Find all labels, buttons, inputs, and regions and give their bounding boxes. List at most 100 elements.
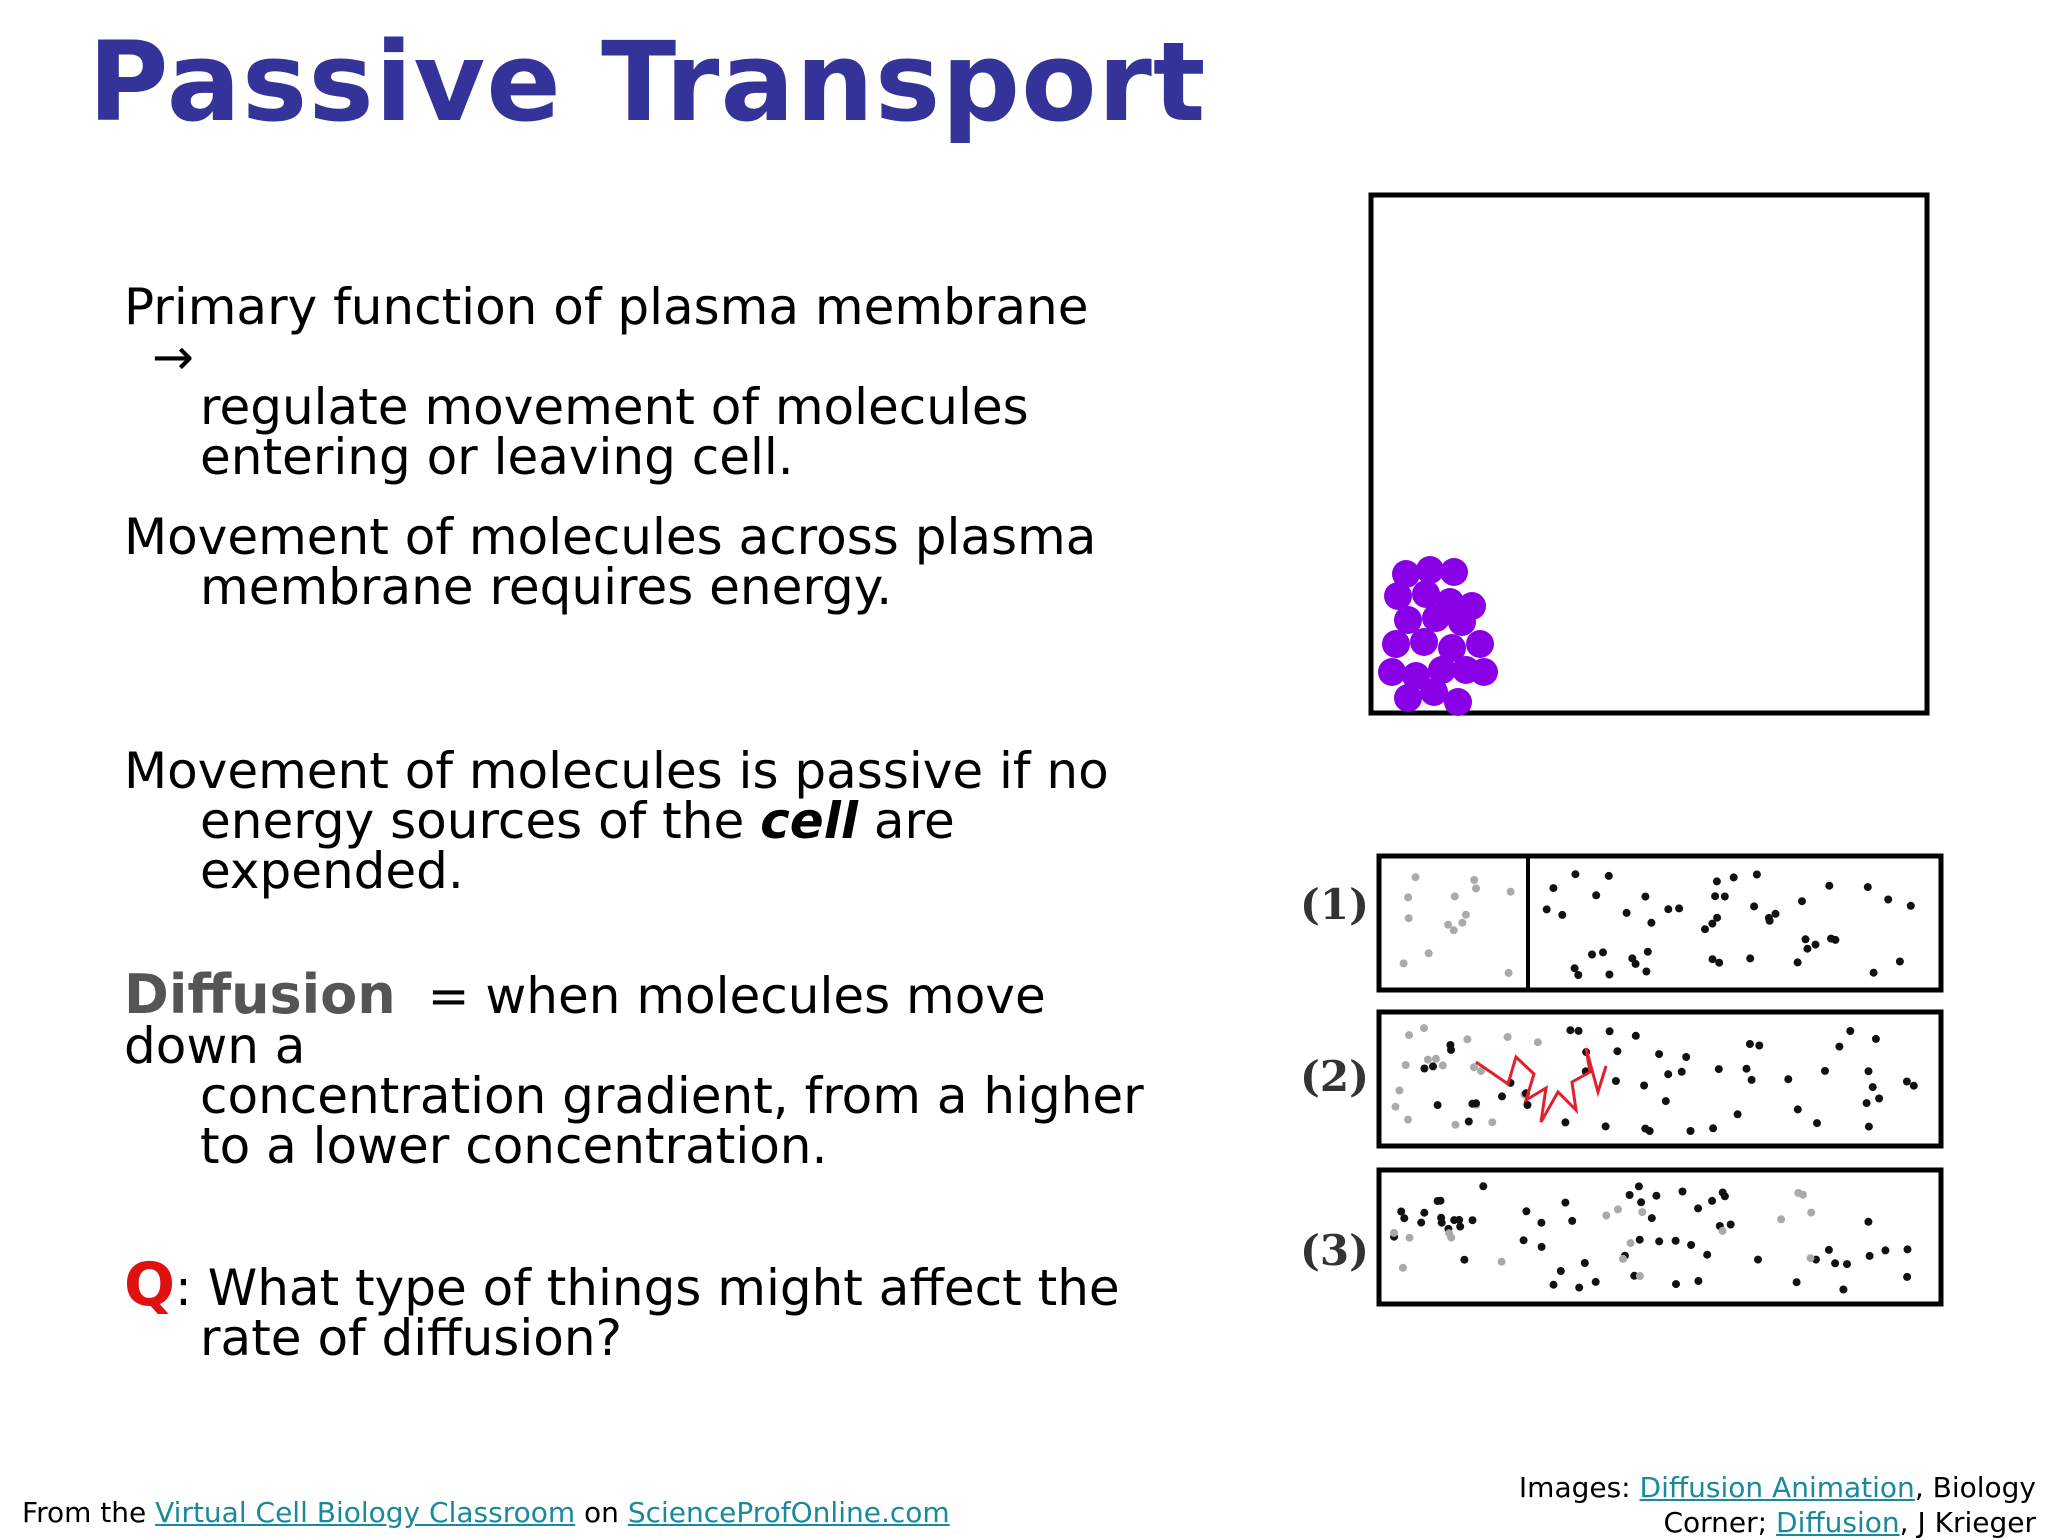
- molecule-dot: [1864, 1067, 1873, 1076]
- diffusion-animation-link[interactable]: Diffusion Animation: [1639, 1471, 1915, 1504]
- molecule-dot: [1433, 1101, 1442, 1110]
- molecule-dot: [1746, 954, 1755, 963]
- molecule-dot: [1726, 1220, 1735, 1229]
- text-line: regulate movement of molecules: [200, 378, 1029, 436]
- molecule-dot: [1714, 1065, 1723, 1074]
- molecule-dot: [1637, 1198, 1646, 1207]
- molecule: [1444, 688, 1472, 716]
- molecule: [1438, 634, 1466, 662]
- molecule: [1466, 630, 1494, 658]
- molecule-dot: [1470, 876, 1479, 884]
- molecule-dot: [1549, 1280, 1558, 1289]
- paragraph-passive: Movement of molecules is passive if no e…: [124, 746, 1164, 896]
- molecule-dot: [1404, 893, 1413, 902]
- text-line: : What type of things might affect the: [175, 1259, 1120, 1317]
- page-title: Passive Transport: [88, 18, 1207, 146]
- molecule-dot: [1420, 1208, 1429, 1217]
- footer-text: , Biology: [1914, 1471, 2036, 1504]
- molecule-dot: [1458, 918, 1467, 927]
- molecule-dot: [1869, 968, 1878, 977]
- molecule-dot: [1661, 1097, 1670, 1106]
- molecule-dot: [1400, 1214, 1409, 1223]
- scienceprofonline-link[interactable]: ScienceProfOnline.com: [627, 1496, 950, 1529]
- random-walk-path: [1475, 1047, 1608, 1123]
- stage-label-1: (1): [1300, 880, 1369, 929]
- molecule-dot: [1798, 1190, 1807, 1199]
- molecule-dot: [1613, 1047, 1622, 1056]
- molecule-dot: [1640, 1081, 1649, 1090]
- molecule-dot: [1863, 883, 1872, 892]
- molecule-dot: [1479, 1182, 1488, 1191]
- molecule-dot: [1542, 905, 1551, 914]
- molecule-dot: [1677, 1067, 1686, 1076]
- molecule-dot: [1686, 1127, 1695, 1135]
- molecule-dot: [1793, 1105, 1802, 1114]
- molecule-dot: [1438, 1061, 1447, 1070]
- paragraph-membrane-function: Primary function of plasma membrane → re…: [124, 282, 1164, 482]
- text-line: to a lower concentration.: [200, 1117, 828, 1175]
- molecule-dot: [1865, 1251, 1874, 1260]
- molecule-dot: [1664, 1070, 1673, 1079]
- molecule-dot: [1571, 870, 1580, 879]
- molecule-dot: [1742, 1064, 1751, 1073]
- text-line: expended.: [200, 842, 464, 900]
- molecule-dot: [1390, 1228, 1398, 1237]
- molecule-dot: [1424, 949, 1433, 958]
- molecule-dot: [1611, 1077, 1620, 1085]
- molecule-dot: [1398, 1263, 1407, 1272]
- molecule-dot: [1472, 884, 1480, 893]
- text-line: concentration gradient, from a higher: [200, 1067, 1144, 1125]
- footer-line: Images: Diffusion Animation, Biology: [1519, 1470, 2036, 1505]
- molecule-dot: [1614, 1205, 1622, 1214]
- molecule-dot: [1604, 871, 1613, 880]
- molecule: [1428, 656, 1456, 684]
- molecule-dot: [1664, 905, 1673, 914]
- molecule-dot: [1708, 1196, 1717, 1205]
- molecule-dot: [1793, 958, 1802, 967]
- molecule: [1448, 608, 1476, 636]
- molecule-dot: [1895, 957, 1904, 966]
- molecule-dot: [1864, 1122, 1873, 1131]
- text-line: Movement of molecules across plasma: [124, 508, 1097, 566]
- molecule-dot: [1807, 1208, 1816, 1217]
- footer-text: Images:: [1518, 1471, 1640, 1504]
- molecule-dot: [1846, 1027, 1855, 1035]
- molecule-dot: [1523, 1101, 1532, 1109]
- molecule-dot: [1574, 971, 1583, 979]
- molecule-dot: [1404, 914, 1413, 923]
- arrow-icon: →: [152, 328, 194, 386]
- molecule: [1440, 558, 1468, 586]
- molecule-dot: [1703, 1250, 1712, 1259]
- molecule: [1392, 560, 1420, 588]
- molecule-dot: [1777, 1215, 1786, 1224]
- molecule-dot: [1655, 1237, 1664, 1246]
- molecule-dot: [1592, 891, 1601, 900]
- molecule-dot: [1445, 1229, 1454, 1238]
- molecule-dot: [1631, 1031, 1640, 1040]
- molecule-dot: [1645, 1127, 1654, 1135]
- stage-box-2: [1376, 1009, 1944, 1149]
- stage-box-3: [1376, 1167, 1944, 1307]
- diffusion-link[interactable]: Diffusion: [1776, 1506, 1900, 1539]
- molecule-dot: [1712, 877, 1721, 886]
- molecule-dot: [1718, 1226, 1727, 1235]
- molecule-dot: [1694, 1204, 1703, 1213]
- molecule-dot: [1561, 1118, 1570, 1127]
- molecule-dot: [1687, 1241, 1696, 1249]
- footer-credit-left: From the Virtual Cell Biology Classroom …: [22, 1496, 950, 1529]
- molecule-dot: [1801, 935, 1810, 944]
- text-line: membrane requires energy.: [200, 558, 893, 616]
- molecule-dot: [1561, 1198, 1570, 1207]
- molecule-dot: [1635, 1235, 1644, 1244]
- footer-text: From the: [22, 1496, 156, 1529]
- molecule-dot: [1754, 1255, 1762, 1264]
- molecule-dot: [1477, 1067, 1485, 1076]
- molecule-dot: [1862, 1099, 1871, 1108]
- molecule-dot: [1566, 1026, 1575, 1035]
- molecule-dot: [1399, 959, 1408, 968]
- molecule: [1412, 580, 1440, 608]
- molecule-dot: [1575, 1283, 1584, 1292]
- molecule-dot: [1437, 1218, 1446, 1227]
- virtual-cell-link[interactable]: Virtual Cell Biology Classroom: [155, 1496, 576, 1529]
- molecule-dot: [1906, 901, 1915, 910]
